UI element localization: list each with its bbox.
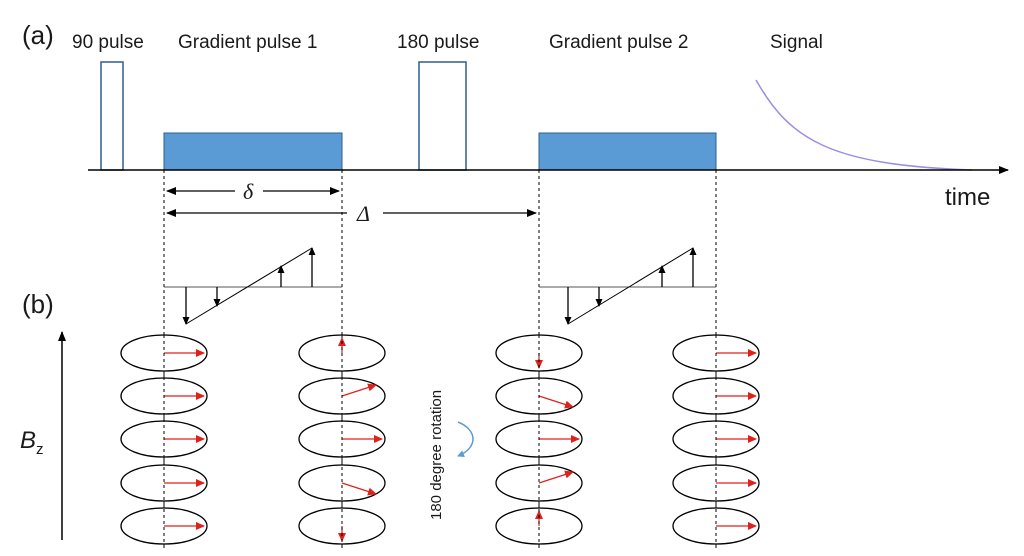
bz-label-subscript: z [36,441,44,458]
pulse-180-label: 180 pulse [397,32,479,53]
magnetization-arrow [538,395,574,409]
rotation-arrow [457,421,474,458]
big-delta-label: Δ [356,201,370,226]
gradient-pulse-1 [163,132,343,171]
signal-label: Signal [770,32,823,53]
rotation-label: 180 degree rotation [428,390,445,520]
big-delta-mask [347,200,383,226]
gradient-pulse-2-label: Gradient pulse 2 [549,32,688,53]
time-axis-label: time [945,184,990,211]
small-delta-label: δ [243,179,254,204]
magnetization-arrow [341,482,377,496]
signal-decay-curve [755,79,973,171]
gradient-pulse-2 [538,132,717,171]
pulse-180 [418,61,467,171]
gradient-pulse-1-label: Gradient pulse 1 [178,32,317,53]
panel-label-a: (a) [22,20,54,50]
magnetization-arrow [538,470,574,484]
panel-label-b: (b) [22,289,54,319]
gradient-profile-2 [539,247,716,325]
small-delta-mask [235,177,263,203]
magnetization-arrow [341,383,377,397]
pulse-90-label: 90 pulse [72,32,144,53]
bz-label-main: B [20,427,36,454]
pulse-90 [100,61,124,171]
gradient-profile-1 [164,247,342,325]
bz-label: Bz [20,427,44,458]
